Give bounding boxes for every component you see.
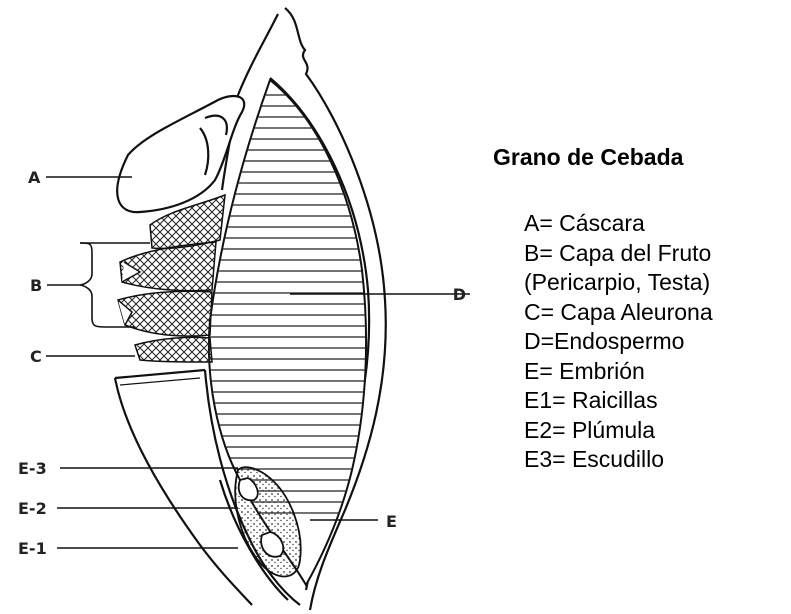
label-e1: E-1 — [18, 539, 47, 558]
label-c: C — [30, 347, 42, 366]
label-a: A — [28, 168, 41, 187]
legend-item: A= Cáscara — [524, 209, 713, 239]
legend-item: E1= Raicillas — [524, 386, 713, 416]
legend-item: B= Capa del Fruto — [524, 239, 713, 269]
fruit-coat-layers — [118, 195, 225, 336]
label-b: B — [30, 276, 42, 295]
aleurone-layer — [135, 337, 212, 362]
legend-item: C= Capa Aleurona — [524, 298, 713, 328]
barley-grain-diagram: A B C D E E-3 E-2 E-1 — [0, 0, 470, 614]
legend-item: (Pericarpio, Testa) — [524, 268, 713, 298]
legend-item: E2= Plúmula — [524, 416, 713, 446]
label-e3: E-3 — [18, 459, 47, 478]
legend-item: E= Embrión — [524, 357, 713, 387]
legend-item: D=Endospermo — [524, 327, 713, 357]
legend-title: Grano de Cebada — [493, 144, 683, 171]
label-e2: E-2 — [18, 499, 47, 518]
label-e: E — [386, 512, 397, 531]
legend-item: E3= Escudillo — [524, 445, 713, 475]
label-d: D — [453, 285, 466, 304]
